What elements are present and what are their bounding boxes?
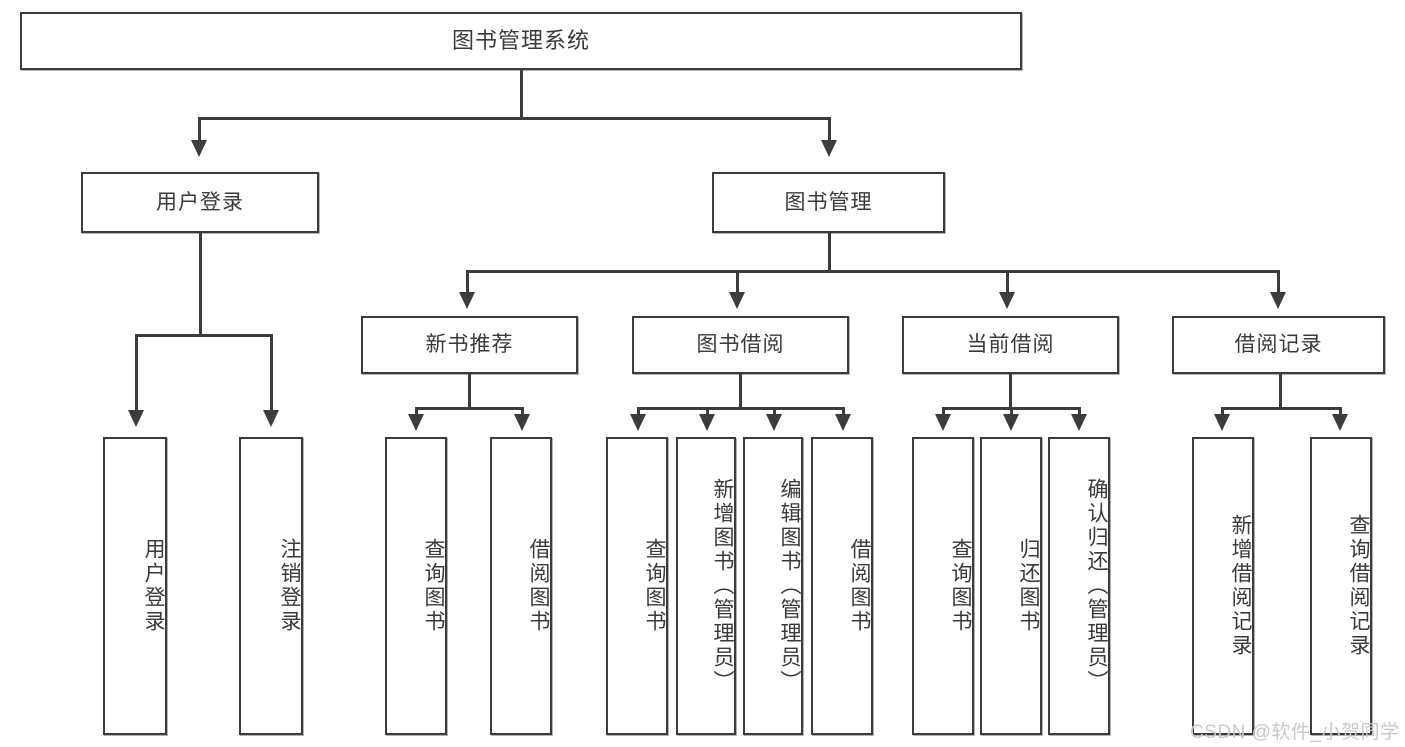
connector-user-login-to-leaf-2 [270,334,273,412]
connector-root-stem [520,70,523,119]
arrowhead-user-login-to-leaf-2 [263,410,279,427]
leaf-book-borrow-query-book[interactable]: 查询图书 [606,437,668,735]
node-label: 图书管理系统 [451,27,590,53]
leaf-book-borrow-add-book-admin[interactable]: 新增图书（管理员） [676,437,736,735]
arrowhead-cb-to-leaf-2 [1003,414,1019,431]
connector-bm-to-new-book [466,270,469,294]
node-label: 确认归还（管理员） [1085,478,1108,694]
node-label: 借阅图书 [527,538,550,634]
node-label: 借阅记录 [1234,333,1323,357]
node-label: 新增图书（管理员） [711,478,734,694]
connector-br-to-leaf-1 [1221,407,1224,417]
connector-book-management-stem [828,233,831,272]
connector-bm-to-borrow-record [1277,270,1280,294]
node-user-login[interactable]: 用户登录 [81,172,319,233]
connector-cb-to-leaf-3 [1078,407,1081,417]
connector-new-book-bar [415,407,524,410]
connector-new-book-stem [468,374,471,409]
connector-user-login-to-leaf-1 [135,334,138,412]
node-label: 查询图书 [643,538,666,634]
node-book-borrow[interactable]: 图书借阅 [632,316,849,374]
node-current-borrow[interactable]: 当前借阅 [902,316,1119,374]
arrowhead-nb-to-leaf-1 [408,414,424,431]
leaf-current-borrow-query-book[interactable]: 查询图书 [912,437,974,735]
connector-root-bar [198,117,831,120]
node-label: 新书推荐 [425,333,514,357]
arrowhead-bb-to-leaf-3 [766,414,782,431]
node-root-book-management-system[interactable]: 图书管理系统 [20,12,1022,70]
node-label: 当前借阅 [966,333,1055,357]
connector-current-borrow-stem [1009,374,1012,409]
arrowhead-bm-to-new-book [459,292,475,309]
arrowhead-bm-to-borrow-record [1270,292,1286,309]
connector-bb-to-leaf-2 [706,407,709,417]
arrowhead-cb-to-leaf-1 [935,414,951,431]
connector-book-borrow-stem [739,374,742,409]
node-label: 查询图书 [949,538,972,634]
connector-nb-to-leaf-1 [415,407,418,417]
connector-borrow-record-stem [1279,374,1282,409]
node-new-book-recommend[interactable]: 新书推荐 [361,316,578,374]
arrowhead-bm-to-current-borrow [999,292,1015,309]
connector-br-to-leaf-2 [1339,407,1342,417]
connector-cb-to-leaf-2 [1010,407,1013,417]
leaf-user-login-logout[interactable]: 注销登录 [239,437,303,735]
connector-root-to-book-management [828,117,831,143]
node-label: 新增借阅记录 [1229,514,1252,658]
node-book-management[interactable]: 图书管理 [712,172,945,233]
connector-bm-to-current-borrow [1006,270,1009,294]
leaf-current-borrow-confirm-return-admin[interactable]: 确认归还（管理员） [1048,437,1110,735]
arrowhead-br-to-leaf-1 [1214,414,1230,431]
node-label: 图书管理 [784,190,873,214]
connector-bb-to-leaf-3 [773,407,776,417]
arrowhead-bm-to-book-borrow [729,292,745,309]
node-borrow-record[interactable]: 借阅记录 [1172,316,1385,374]
connector-nb-to-leaf-2 [521,407,524,417]
arrowhead-cb-to-leaf-3 [1071,414,1087,431]
node-label: 注销登录 [278,538,301,634]
connector-bm-to-book-borrow [736,270,739,294]
leaf-borrow-record-add-record[interactable]: 新增借阅记录 [1192,437,1254,735]
leaf-book-borrow-borrow-book[interactable]: 借阅图书 [811,437,873,735]
node-label: 归还图书 [1017,538,1040,634]
arrowhead-user-login-to-leaf-1 [128,410,144,427]
node-label: 用户登录 [156,190,244,214]
arrowhead-bb-to-leaf-1 [630,414,646,431]
leaf-new-book-borrow-book[interactable]: 借阅图书 [490,437,552,735]
node-label: 图书借阅 [696,333,785,357]
connector-user-login-bar [135,334,273,337]
node-label: 查询图书 [422,538,445,634]
leaf-current-borrow-return-book[interactable]: 归还图书 [980,437,1042,735]
connector-cb-to-leaf-1 [942,407,945,417]
arrowhead-bb-to-leaf-4 [835,414,851,431]
leaf-user-login-login[interactable]: 用户登录 [103,437,167,735]
leaf-borrow-record-query-record[interactable]: 查询借阅记录 [1310,437,1372,735]
node-label: 用户登录 [142,538,165,634]
arrowhead-br-to-leaf-2 [1332,414,1348,431]
connector-user-login-stem [199,233,202,336]
connector-book-management-bar [466,270,1280,273]
connector-borrow-record-bar [1221,407,1341,410]
leaf-book-borrow-edit-book-admin[interactable]: 编辑图书（管理员） [743,437,803,735]
node-label: 借阅图书 [848,538,871,634]
node-label: 编辑图书（管理员） [778,478,801,694]
leaf-new-book-query-book[interactable]: 查询图书 [385,437,447,735]
arrowhead-bb-to-leaf-2 [699,414,715,431]
connector-bb-to-leaf-4 [842,407,845,417]
connector-root-to-user-login [198,117,201,143]
arrowhead-root-to-user-login [191,140,207,157]
node-label: 查询借阅记录 [1347,514,1370,658]
connector-bb-to-leaf-1 [637,407,640,417]
connector-book-borrow-bar [637,407,845,410]
arrowhead-nb-to-leaf-2 [514,414,530,431]
arrowhead-root-to-book-management [821,140,837,157]
